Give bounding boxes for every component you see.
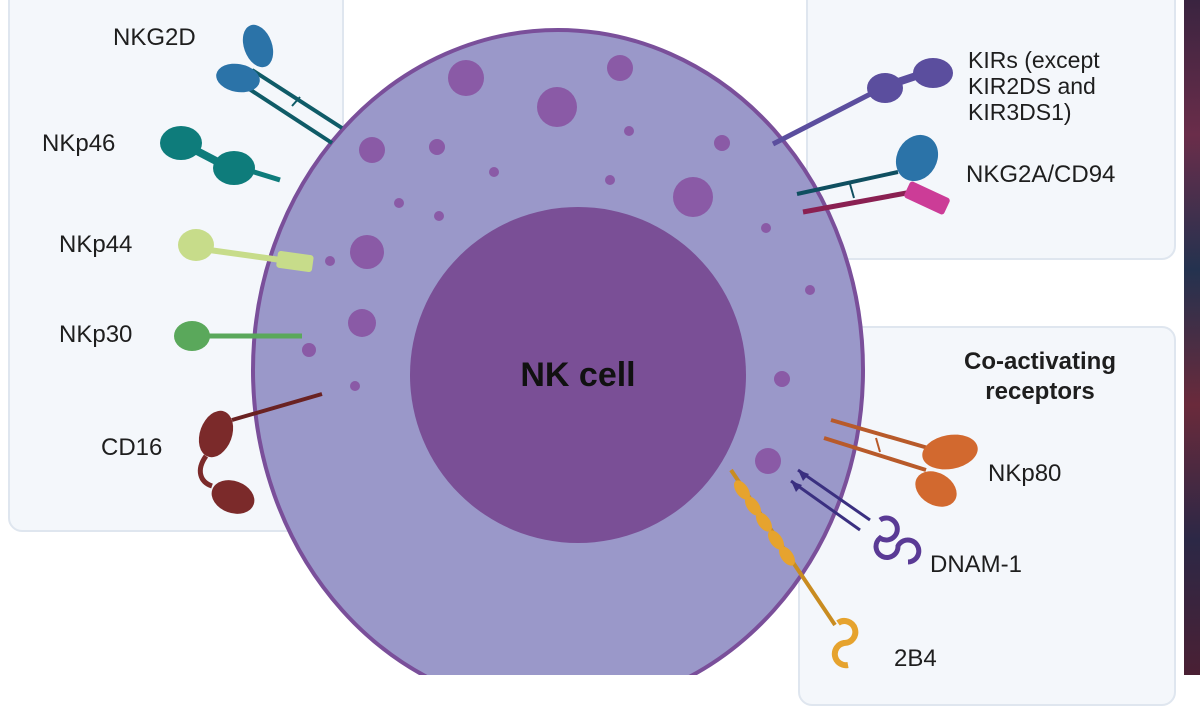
co-activating-heading: Co-activating receptors [930,347,1150,407]
nkg2a-cd94-receptor [796,134,950,215]
label-nkg2d: NKG2D [113,24,196,51]
label-2b4: 2B4 [894,645,937,672]
label-nkp30: NKp30 [59,321,133,348]
nucleus [410,207,746,543]
kirs-receptor [771,58,953,147]
label-nkp80: NKp80 [988,460,1062,487]
co-activating-receptors-panel [798,326,1176,706]
label-kirs-line-2: KIR2DS and [968,73,1096,99]
label-nkp46: NKp46 [42,130,116,157]
cd16-receptor [197,392,323,514]
co-activating-heading-line-1: Co-activating [963,348,1116,375]
granules [302,55,815,474]
nkg2d-receptor [216,24,344,145]
dnam1-receptor [790,468,922,565]
label-kirs: KIRs (except KIR2DS and KIR3DS1) [968,47,1168,125]
label-nkp44: NKp44 [59,231,133,258]
2b4-receptor [729,468,859,669]
label-dnam1: DNAM-1 [930,551,1023,578]
inhibitory-receptors-panel [806,0,1176,260]
label-kirs-line-1: KIRs (except [968,47,1100,73]
nkp46-receptor [160,126,281,185]
label-cd16: CD16 [101,434,163,461]
co-activating-heading-line-2: receptors [985,378,1095,405]
nkp30-receptor [174,321,302,351]
nkp44-receptor [178,229,314,273]
nkp80-receptor [823,418,978,507]
label-kirs-line-3: KIR3DS1) [968,99,1072,125]
background-image-strip [1184,0,1200,675]
nk-cell-label: NK cell [520,356,636,394]
label-nkg2a-cd94: NKG2A/CD94 [966,161,1116,188]
nk-cell-diagram [160,24,978,675]
